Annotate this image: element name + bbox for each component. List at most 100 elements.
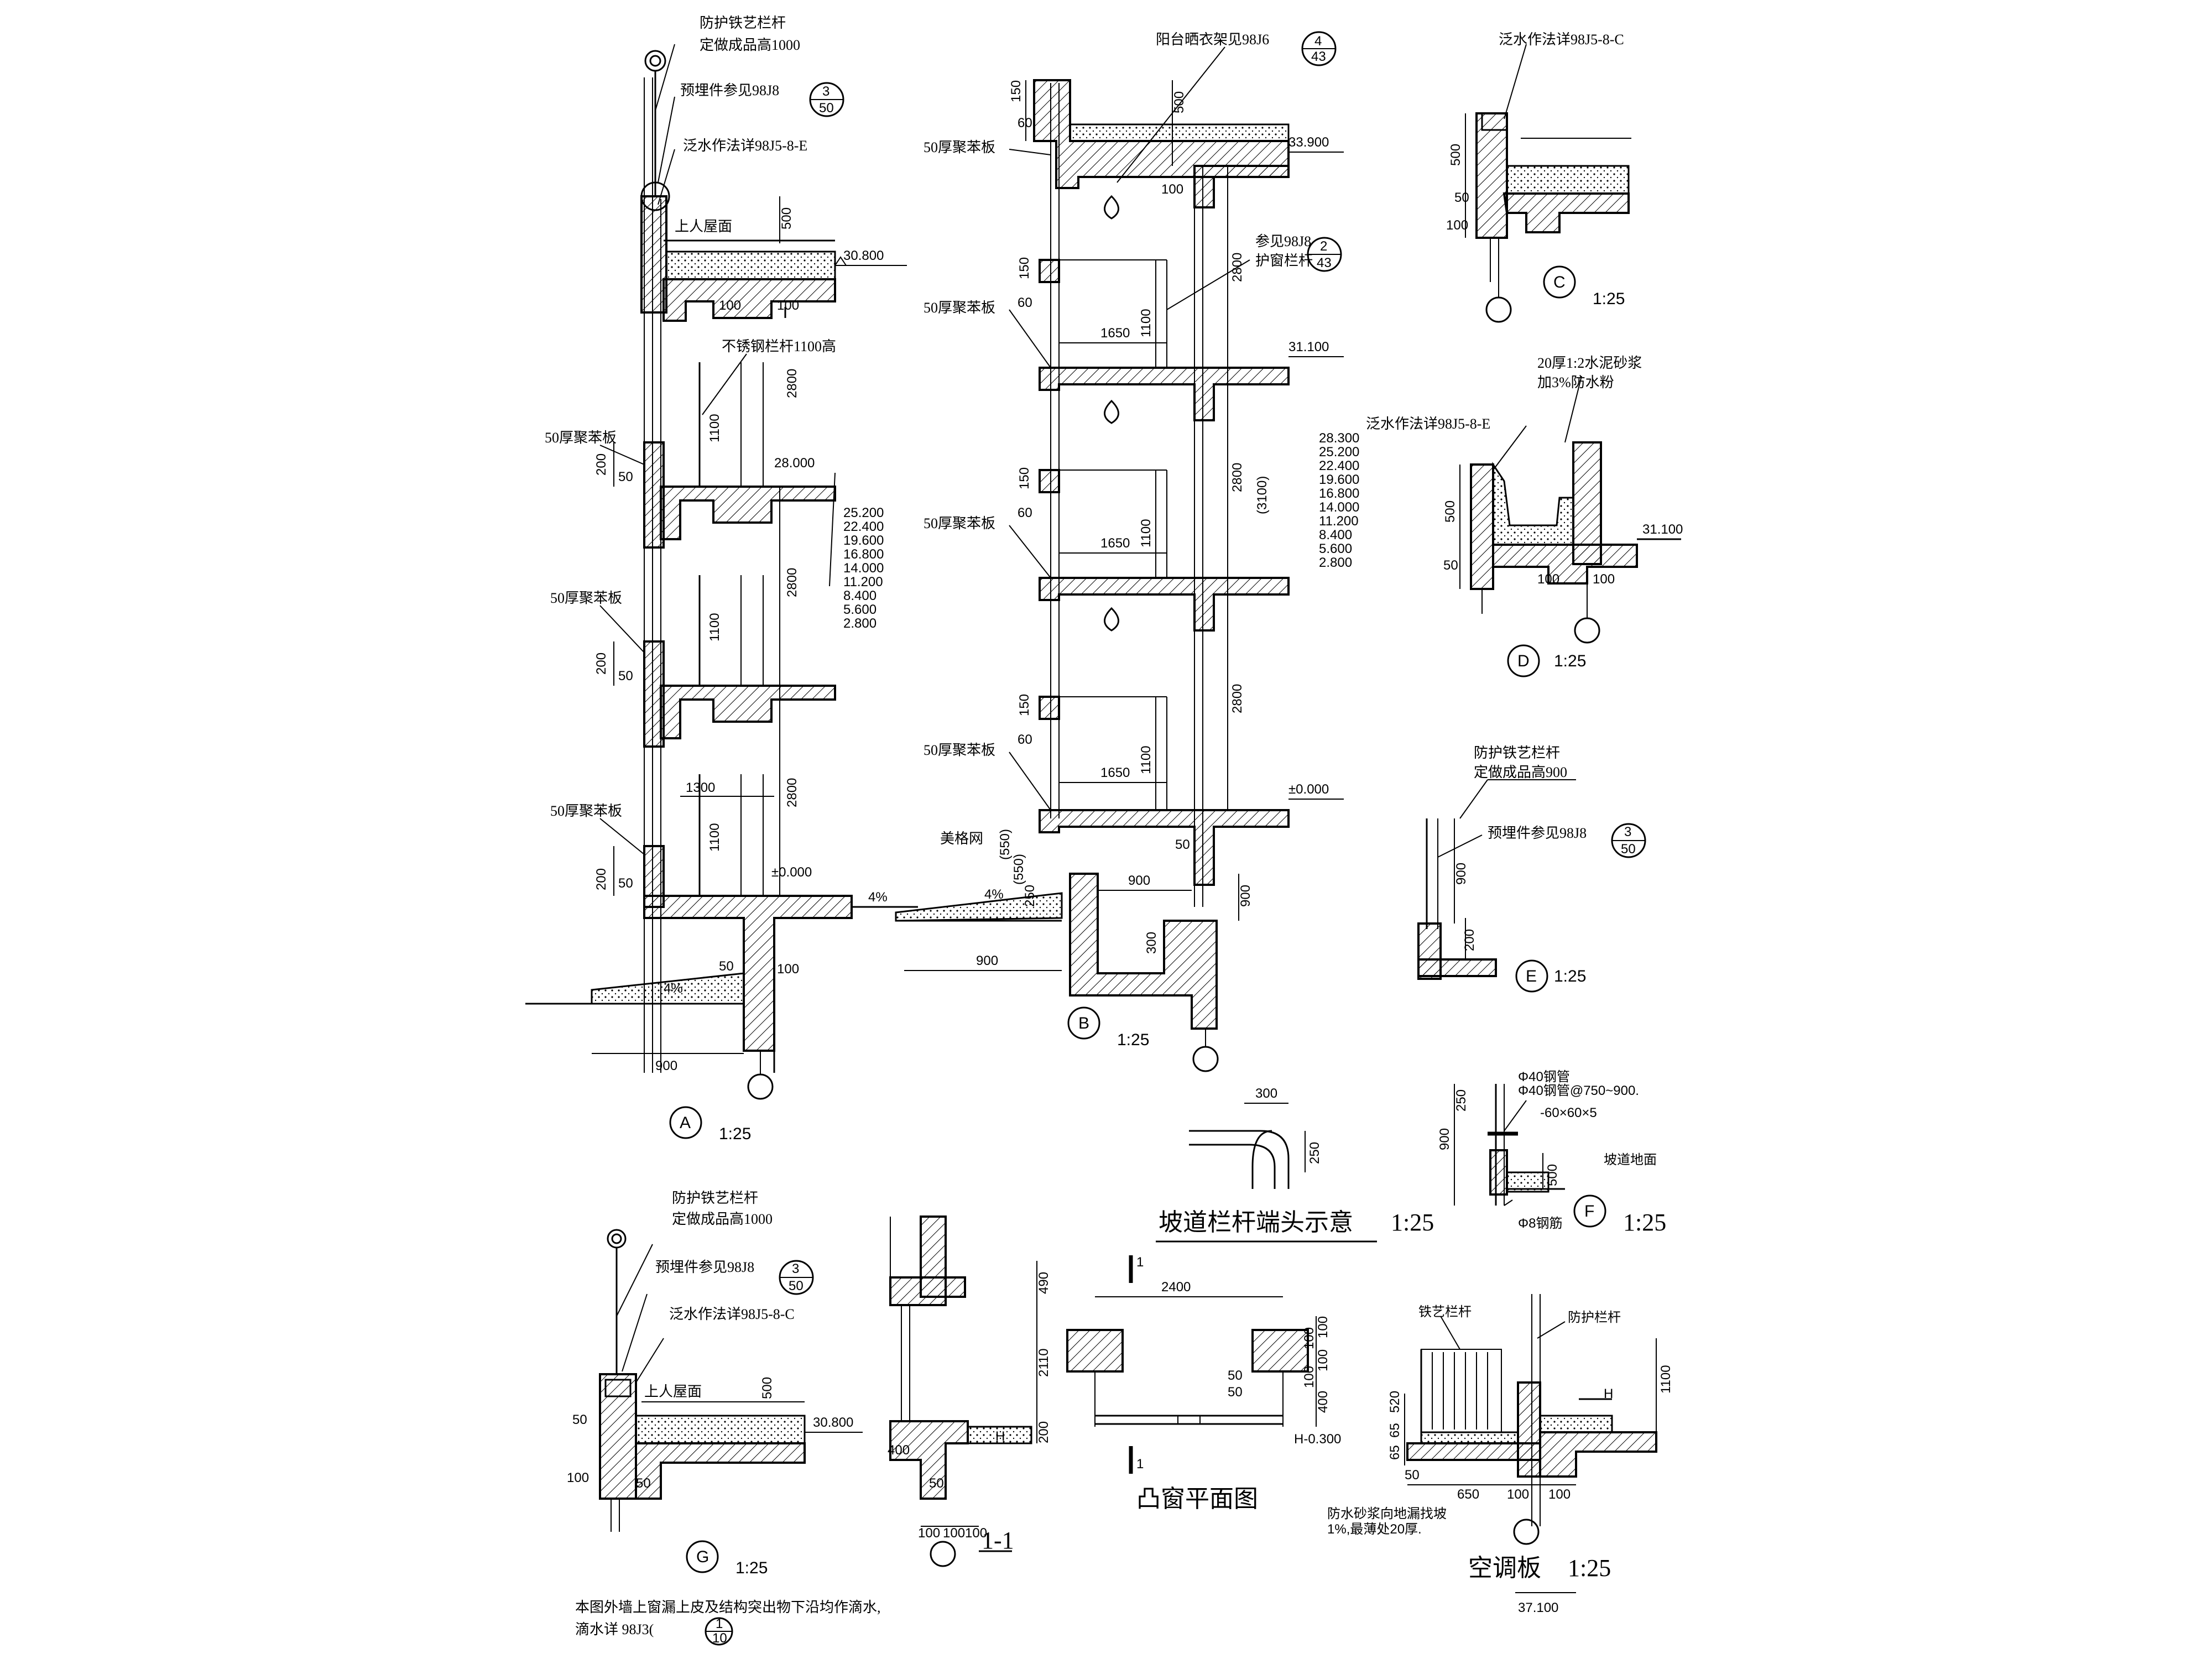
s11-title: 1-1 — [982, 1527, 1014, 1554]
b-elev-0: 28.300 — [1319, 431, 1359, 446]
b-dim-60a: 60 — [1018, 116, 1032, 131]
f-plate-label: -60×60×5 — [1540, 1105, 1597, 1120]
b-tag: B — [1078, 1014, 1089, 1032]
f-dim-900: 900 — [1437, 1128, 1452, 1150]
detail-d — [1459, 375, 1681, 677]
a-dim-1100a: 1100 — [707, 414, 722, 442]
a-board-label-2: 50厚聚苯板 — [550, 590, 622, 606]
d-dim-100b: 100 — [1593, 572, 1615, 587]
a-floor-elevation: 28.000 — [774, 456, 815, 471]
ac-dim-520: 520 — [1387, 1391, 1402, 1413]
g-elevation: 30.800 — [813, 1415, 853, 1430]
s11-dim-50: 50 — [929, 1476, 944, 1491]
a-dim-500: 500 — [779, 207, 794, 229]
b-elev-2: 22.400 — [1319, 458, 1359, 473]
b-dim-2800a: 2800 — [1230, 253, 1245, 282]
general-notes: 本图外墙上窗漏上皮及结构突出物下沿均作滴水, 滴水详 98J3( 1 10 — [575, 1599, 881, 1646]
b-ground-elevation: ±0.000 — [1288, 782, 1329, 797]
g-embed-ref-bottom: 50 — [789, 1279, 804, 1293]
b-top-elevation: 33.900 — [1288, 135, 1329, 150]
detail-c — [1465, 44, 1631, 323]
a-elev-5: 11.200 — [843, 575, 883, 589]
d-scale: 1:25 — [1554, 652, 1586, 670]
b-dim-150a: 150 — [1009, 80, 1024, 102]
ramp-end-title: 坡道栏杆端头示意 — [1159, 1209, 1353, 1236]
b-elev-4: 16.800 — [1319, 486, 1359, 501]
a-dim-100a: 100 — [719, 298, 741, 313]
bay-dim-100d: 100 — [1302, 1366, 1317, 1388]
b-dim-150d: 150 — [1017, 694, 1032, 716]
g-tag: G — [696, 1548, 709, 1566]
a-roof-elevation: 30.800 — [843, 248, 884, 263]
ac-dim-650: 650 — [1457, 1487, 1479, 1502]
s11-dim-490: 490 — [1036, 1272, 1051, 1294]
s11-dim-100b: 100 — [943, 1526, 965, 1541]
a-dimensions: 500 100 100 2800 1100 200 50 2800 1100 2… — [594, 207, 800, 1073]
ac-title: 空调板 — [1468, 1554, 1541, 1582]
b-hanger-ref-bottom: 43 — [1311, 49, 1326, 64]
f-post-label: Φ40钢管@750~900. — [1518, 1083, 1639, 1098]
g-dim-50b: 50 — [636, 1476, 651, 1491]
ac-dim-100b: 100 — [1548, 1487, 1571, 1502]
b-dim-100: 100 — [1161, 182, 1183, 197]
b-dim-1650a: 1650 — [1100, 326, 1130, 341]
b-dim-1100b: 1100 — [1139, 519, 1154, 547]
a-dim-2800b: 2800 — [785, 568, 800, 597]
b-board-label-4: 50厚聚苯板 — [924, 742, 995, 758]
b-elev-9: 2.800 — [1319, 555, 1352, 570]
g-flashing-label: 泛水作法详98J5-8-C — [669, 1306, 795, 1322]
g-dim-500: 500 — [760, 1377, 775, 1399]
b-dim-60b: 60 — [1018, 295, 1032, 310]
a-elev-0: 25.200 — [843, 505, 884, 520]
e-dim-900: 900 — [1454, 863, 1469, 885]
a-tag: A — [680, 1114, 691, 1132]
b-elev-8: 5.600 — [1319, 541, 1352, 556]
a-dim-200c: 200 — [594, 868, 609, 890]
ac-elevation: 37.100 — [1518, 1600, 1558, 1615]
d-mortar-label-1: 20厚1:2水泥砂浆 — [1537, 355, 1642, 371]
e-railing-label-1: 防护铁艺栏杆 — [1474, 745, 1560, 761]
detail-a — [525, 44, 918, 1139]
b-rail-ref-label-2: 护窗栏杆 — [1255, 253, 1313, 269]
a-dim-1300: 1300 — [686, 780, 715, 795]
a-dim-50a: 50 — [618, 469, 633, 484]
d-dim-50: 50 — [1443, 558, 1458, 573]
f-dim-250: 250 — [1454, 1089, 1469, 1112]
g-railing-label-2: 定做成品高1000 — [672, 1211, 773, 1227]
ac-dim-1100: 1100 — [1658, 1365, 1673, 1394]
b-dimensions: 150 60 500 100 150 60 1650 1100 2800 150… — [976, 80, 1270, 968]
b-elev-31: 31.100 — [1288, 340, 1329, 354]
a-elevation-list: 25.200 22.400 19.600 16.800 14.000 11.20… — [843, 505, 884, 631]
a-dim-900: 900 — [655, 1058, 677, 1073]
b-dim-150b: 150 — [1017, 257, 1032, 279]
note-ref-top: 1 — [716, 1616, 723, 1631]
d-tag: D — [1517, 652, 1530, 670]
d-elevation: 31.100 — [1642, 522, 1683, 537]
f-dim-500: 500 — [1545, 1164, 1560, 1186]
bay-cut-top: 1 — [1136, 1255, 1144, 1270]
g-embed-label: 预埋件参见98J8 — [655, 1259, 754, 1275]
g-roof-label: 上人屋面 — [644, 1384, 702, 1400]
b-elev-5: 14.000 — [1319, 500, 1359, 515]
bay-dim-50: 50 — [1228, 1368, 1243, 1383]
b-dim-60d: 60 — [1018, 732, 1032, 747]
g-dim-50a: 50 — [572, 1412, 587, 1427]
b-dim-1100c: 1100 — [1139, 745, 1154, 774]
bay-dim-400: 400 — [1316, 1391, 1331, 1413]
b-board-label-2: 50厚聚苯板 — [924, 300, 995, 316]
a-board-label-1: 50厚聚苯板 — [545, 430, 617, 446]
f-scale: 1:25 — [1623, 1209, 1666, 1236]
ramp-end-scale: 1:25 — [1391, 1209, 1434, 1236]
a-embed-label: 预埋件参见98J8 — [680, 82, 779, 98]
a-dim-1100c: 1100 — [707, 823, 722, 852]
c-flashing-label: 泛水作法详98J5-8-C — [1499, 32, 1624, 48]
a-embed-ref-bottom: 50 — [819, 101, 834, 116]
g-dim-100: 100 — [567, 1470, 589, 1485]
bay-elevation: H-0.300 — [1294, 1432, 1341, 1447]
a-board-label-3: 50厚聚苯板 — [550, 803, 622, 819]
c-dim-50: 50 — [1454, 190, 1469, 205]
detail-e — [1417, 779, 1576, 993]
a-dim-50b: 50 — [618, 669, 633, 684]
ac-dim-65a: 65 — [1387, 1423, 1402, 1438]
a-steel-rail-label: 不锈钢栏杆1100高 — [722, 338, 836, 354]
